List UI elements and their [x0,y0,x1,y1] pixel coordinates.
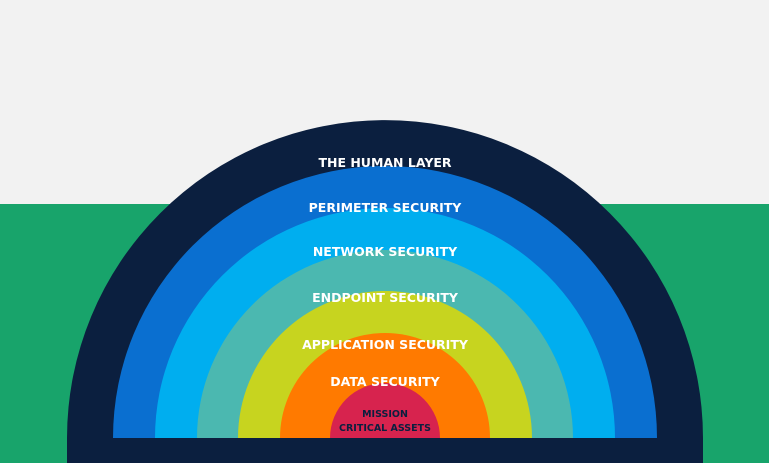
layer-label-application: APPLICATION SECURITY [302,337,469,352]
layer-base-strip [67,438,703,463]
layer-label-human: THE HUMAN LAYER [318,155,451,170]
layer-label-data: DATA SECURITY [330,374,440,389]
layer-label-endpoint: ENDPOINT SECURITY [312,290,459,305]
layer-label-network: NETWORK SECURITY [313,244,458,259]
layer-label-perimeter: PERIMETER SECURITY [309,200,463,215]
core-label-line1: MISSION [362,409,408,420]
layer-core [330,383,440,438]
core-label-line2: CRITICAL ASSETS [339,423,431,434]
